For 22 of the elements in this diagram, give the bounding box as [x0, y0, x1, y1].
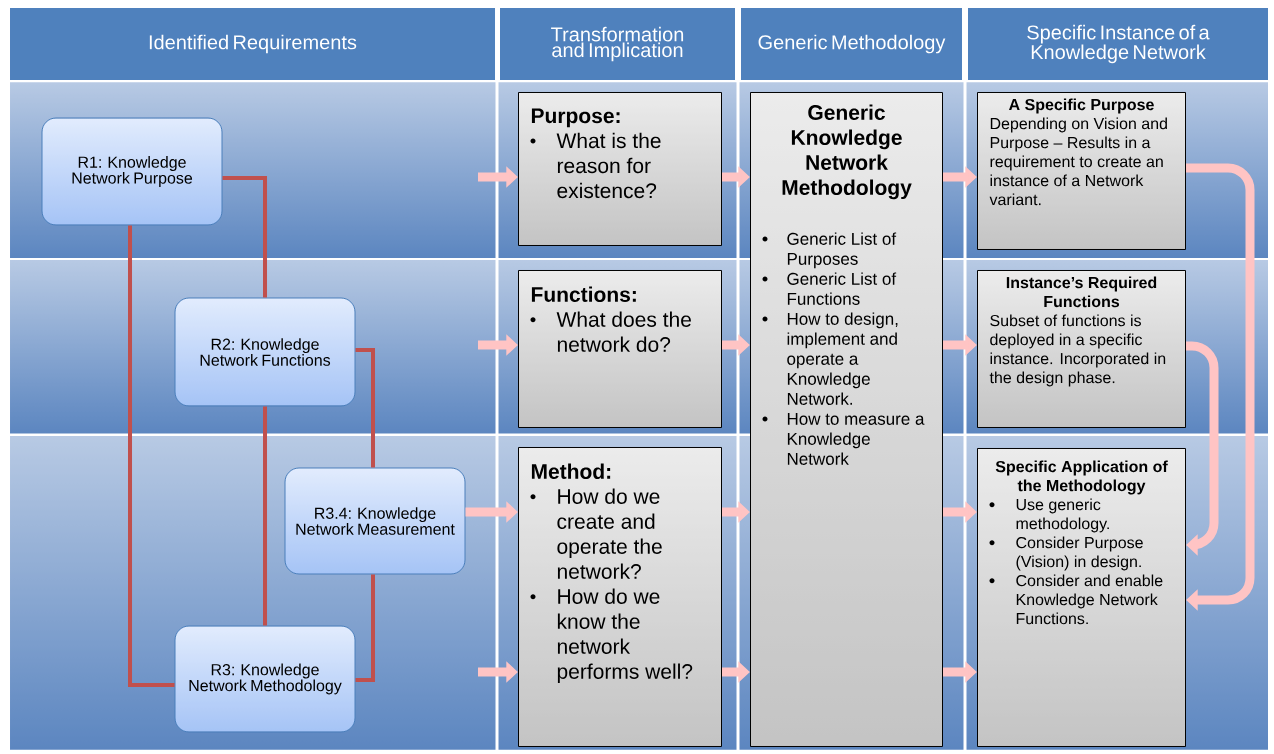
- column-header: Transformation and Implication: [500, 8, 735, 80]
- curved-arrow: [1186, 341, 1219, 556]
- column-header: Specific Instance of a Knowledge Network: [968, 8, 1268, 80]
- requirement-box: R3: Knowledge Network Methodology: [174, 625, 356, 733]
- instance-box: Instance’s Required Functions Subset of functions is deployed in a specific instance. Incorporated in the design phase.: [977, 270, 1186, 428]
- column-header: Identified Requirements: [10, 8, 495, 80]
- instance-box: Specific Application of the Methodology Use generic methodology. Consider Purpose (Vision) in design. Consider and enable Knowledge Network Functions.: [977, 448, 1186, 747]
- requirement-box: R3.4: Knowledge Network Measurement: [284, 467, 466, 575]
- connector-line: [222, 176, 267, 298]
- connector-line: [355, 348, 375, 468]
- question-box: Functions: What does the network do?: [518, 270, 722, 428]
- connector-line: [263, 406, 267, 626]
- methodology-box: Generic Knowledge Network Methodology Generic List of Purposes Generic List of Functions How to design, implement and operate a Knowledge Network. How to measure a Knowledge Network: [750, 92, 943, 747]
- requirement-box: R2: Knowledge Network Functions: [174, 297, 356, 407]
- connector-line: [355, 574, 375, 682]
- requirement-box: R1: Knowledge Network Purpose: [41, 117, 223, 226]
- column-header: Generic Methodology: [741, 8, 962, 80]
- instance-box: A Specific Purpose Depending on Vision and Purpose – Results in a requirement to create an instance of a Network variant.: [977, 92, 1186, 250]
- question-box: Method: How do we create and operate the network? How do we know the network performs well?: [518, 447, 722, 747]
- curved-arrow: [1186, 163, 1255, 611]
- connector-line: [128, 225, 175, 687]
- question-box: Purpose: What is the reason for existence?: [518, 92, 722, 246]
